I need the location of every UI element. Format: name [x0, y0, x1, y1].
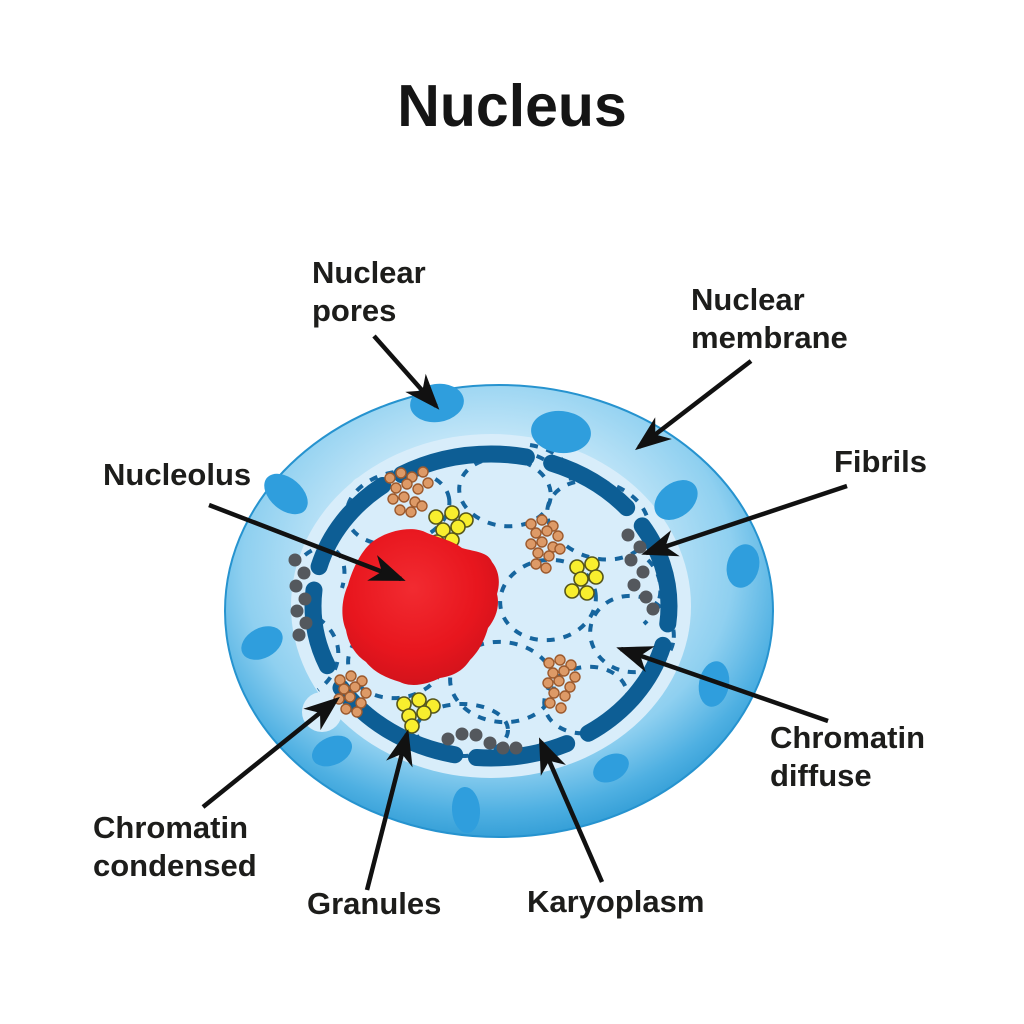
nucleolus-arrow [208, 502, 406, 582]
label-karyoplasm: Karyoplasm [527, 884, 705, 919]
chromatin-condensed-arrow [201, 696, 340, 809]
karyoplasm-arrow [538, 737, 605, 883]
label-fibrils: Fibrils [834, 444, 928, 479]
label-chromatin-diffuse: Chromatin diffuse [770, 720, 925, 793]
nuclear-membrane-arrow [635, 359, 753, 451]
chromatin-diffuse-arrow [616, 646, 829, 724]
chromatin-condensed-dots [333, 466, 581, 718]
label-nuclear-pores: Nuclear pores [312, 255, 426, 328]
fibrils-arrow [641, 483, 848, 557]
granules-arrow [364, 729, 413, 891]
label-granules: Granules [307, 886, 442, 921]
diagram-title: Nucleus [397, 73, 627, 139]
nuclear-pores-arrow [372, 334, 440, 410]
label-nucleolus: Nucleolus [103, 457, 252, 492]
annotation-arrows [201, 334, 848, 891]
granules-dots [396, 505, 604, 734]
label-nuclear-membrane: Nuclear membrane [691, 282, 848, 355]
nuclear-membrane-ring [304, 445, 678, 767]
label-chromatin-condensed: Chromatin condensed [93, 810, 257, 883]
